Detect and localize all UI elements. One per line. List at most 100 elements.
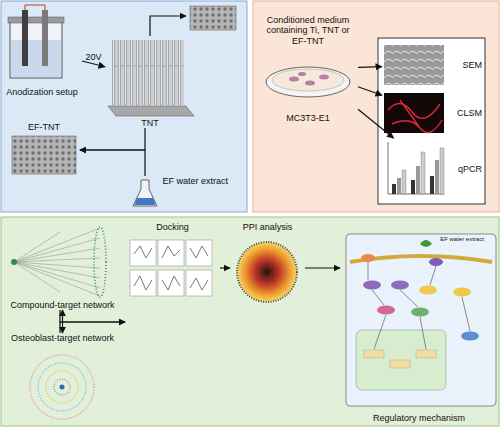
bar bbox=[435, 160, 439, 194]
network-node: Compound-target network bbox=[5, 222, 120, 310]
bar bbox=[416, 166, 420, 194]
flow-arrow bbox=[305, 267, 340, 268]
bar bbox=[430, 176, 434, 194]
panel-fabrication bbox=[1, 1, 247, 212]
osteoblast-network bbox=[30, 355, 94, 419]
caption-text: TNT bbox=[141, 118, 159, 128]
ring bbox=[38, 363, 86, 411]
protein bbox=[461, 332, 479, 341]
caption-text: Compound-target network bbox=[10, 300, 114, 310]
results-frame bbox=[378, 38, 485, 204]
substrate bbox=[108, 106, 194, 116]
sem-image bbox=[384, 45, 444, 85]
beaker-lid bbox=[8, 17, 64, 23]
bar bbox=[397, 178, 401, 194]
ef-tnt-sem bbox=[12, 136, 76, 174]
chart-axes bbox=[388, 142, 444, 194]
annotation-label: EF water extract bbox=[430, 236, 494, 243]
target-ring bbox=[94, 227, 106, 297]
ppi-network bbox=[237, 242, 297, 302]
nucleus bbox=[356, 330, 446, 390]
ppi-ring bbox=[237, 242, 297, 302]
pose bbox=[186, 240, 212, 266]
electrode bbox=[22, 10, 28, 66]
bar bbox=[402, 170, 406, 194]
ligand bbox=[134, 246, 208, 290]
assay-node: qPCR bbox=[382, 138, 482, 200]
caption-text: Osteoblast-target network bbox=[11, 333, 114, 343]
apparatus-node: Anodization setup bbox=[2, 5, 82, 97]
analysis-node: PPI analysis bbox=[230, 222, 305, 310]
assay-node: CLSM bbox=[382, 90, 482, 136]
clsm-image bbox=[384, 93, 444, 133]
material-node: EF-TNT bbox=[8, 122, 80, 177]
gene-box bbox=[364, 350, 384, 358]
cell bbox=[305, 81, 315, 86]
ring bbox=[46, 371, 78, 403]
bar bbox=[411, 180, 415, 194]
culture-node: Conditioned medium containing Ti, TNT or… bbox=[258, 15, 358, 123]
protein bbox=[377, 306, 395, 315]
flow-arrow bbox=[60, 322, 125, 333]
caption-text: qPCR bbox=[458, 164, 482, 174]
panel-cell-assay bbox=[253, 1, 499, 212]
electrolyte bbox=[11, 40, 61, 77]
receptor bbox=[429, 258, 443, 266]
flow-arrow bbox=[80, 150, 145, 176]
flow-arrow bbox=[358, 87, 382, 96]
dish-rim bbox=[266, 67, 350, 97]
caption-text: Anodization setup bbox=[6, 87, 78, 97]
qpcr-chart bbox=[388, 142, 444, 194]
mechanism-node: Regulatory mechanism bbox=[340, 228, 498, 423]
flow-arrow bbox=[358, 66, 382, 68]
pose bbox=[130, 240, 156, 266]
assay-node: SEM bbox=[382, 42, 482, 88]
protein bbox=[411, 308, 429, 317]
edge-label: 20V bbox=[85, 52, 101, 62]
culture-dish bbox=[266, 67, 350, 97]
hub bbox=[60, 385, 65, 390]
compound-hub bbox=[11, 259, 17, 265]
nanotube-array bbox=[108, 40, 194, 116]
network-node: Osteoblast-target network bbox=[5, 333, 120, 423]
caption-text: MC3T3-E1 bbox=[286, 113, 330, 123]
inset-leader bbox=[150, 16, 186, 36]
protein bbox=[363, 281, 381, 290]
protein bbox=[453, 288, 471, 297]
flow-arrow bbox=[80, 128, 145, 150]
bar bbox=[440, 148, 444, 194]
protein bbox=[391, 281, 409, 290]
anodization-beaker bbox=[8, 5, 64, 78]
caption-text: Docking bbox=[156, 222, 189, 232]
flow-arrow bbox=[62, 310, 63, 333]
mechanism-sketch bbox=[346, 234, 496, 406]
caption-text: Conditioned medium containing Ti, TNT or… bbox=[258, 15, 358, 46]
beaker-wall bbox=[10, 22, 62, 78]
cell bbox=[298, 72, 306, 76]
sem-inset bbox=[190, 6, 236, 30]
caption-text: EF-TNT bbox=[28, 122, 60, 132]
pose bbox=[158, 240, 184, 266]
mechanism-frame bbox=[346, 234, 496, 406]
gene-box bbox=[390, 360, 410, 368]
network-links bbox=[14, 228, 100, 296]
protein bbox=[419, 286, 437, 295]
caption-text: Regulatory mechanism bbox=[373, 413, 465, 423]
cell bbox=[289, 77, 299, 82]
extract-flask bbox=[133, 180, 157, 206]
bar bbox=[421, 152, 425, 194]
leaf-icon bbox=[420, 240, 432, 247]
ring bbox=[54, 379, 70, 395]
tubes bbox=[112, 40, 184, 106]
flask-liquid bbox=[135, 198, 156, 205]
bar bbox=[392, 184, 396, 194]
pose bbox=[186, 270, 212, 296]
flow-arrow bbox=[220, 267, 230, 268]
analysis-node: Docking bbox=[125, 222, 220, 330]
caption-text: PPI analysis bbox=[243, 222, 293, 232]
extract-node: EF water extract bbox=[128, 176, 228, 208]
flask-glass bbox=[133, 180, 157, 206]
cell bbox=[319, 75, 329, 80]
